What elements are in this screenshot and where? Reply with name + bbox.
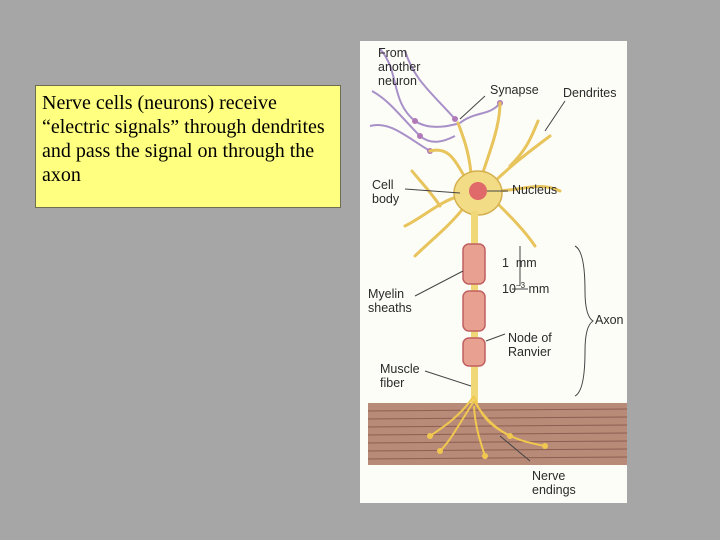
label-synapse: Synapse [490,83,539,97]
myelin-sheaths [462,243,486,367]
label-nucleus: Nucleus [512,183,558,197]
neuron-diagram: From another neuron Synapse Dendrites Ce… [360,41,627,503]
slide-text: Nerve cells (neurons) receive “electric … [42,92,325,186]
nerve-ending-terminals [427,433,548,459]
label-scale-1mm: 1 mm [502,256,537,270]
label-muscle-fiber: Muscle fiber [380,362,420,390]
slide-text-box: Nerve cells (neurons) receive “electric … [35,85,341,208]
label-myelin-sheaths: Myelin sheaths [368,287,412,315]
label-cell-body: Cell body [372,178,400,206]
scale-small-unit: mm [525,282,550,297]
nucleus-shape [469,182,487,200]
leader-lines [404,95,594,462]
label-scale-small: 10−3 mm [502,279,549,296]
muscle-striations [367,408,627,460]
label-dendrites: Dendrites [563,86,617,100]
synapse-terminals [412,100,503,154]
scale-small-exponent: −3 [515,281,526,290]
label-axon: Axon [595,313,624,327]
nerve-ending-branches [429,395,546,457]
neuron-illustration [367,48,627,465]
label-node-of-ranvier: Node of Ranvier [508,331,552,359]
scale-small-base: 10 [502,282,516,297]
label-nerve-endings: Nerve endings [532,469,576,497]
label-from-another-neuron: From another neuron [378,46,421,88]
